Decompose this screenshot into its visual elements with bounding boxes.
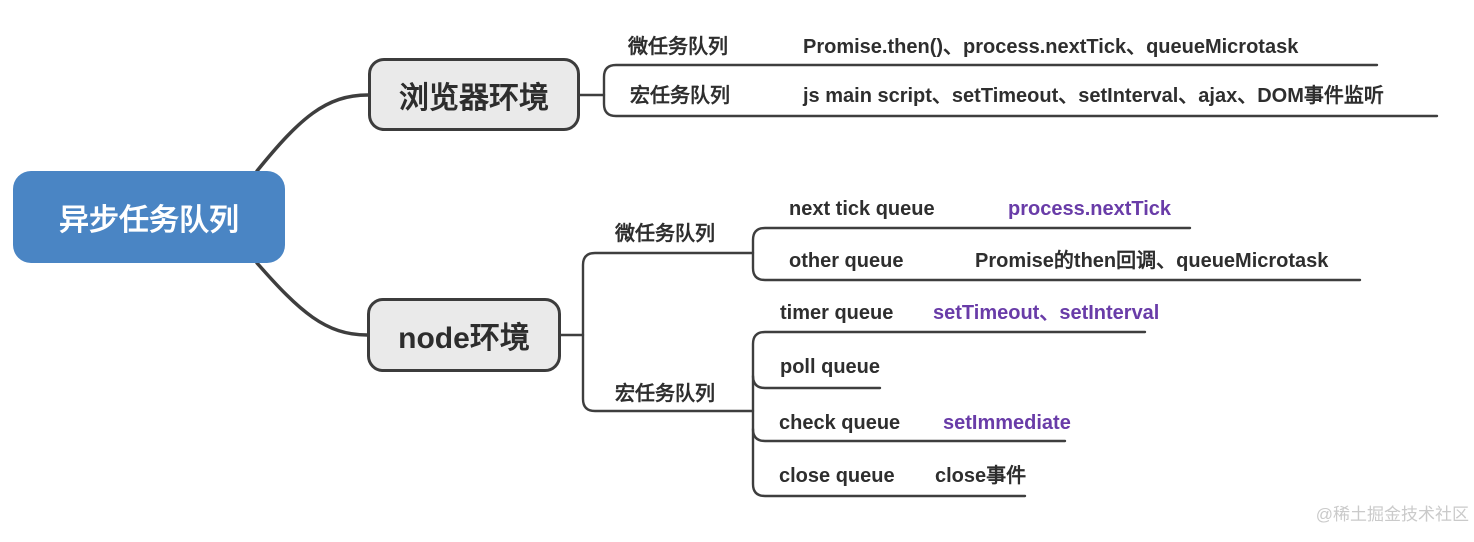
- check-queue-content: setImmediate: [943, 412, 1071, 434]
- timer-queue-content: setTimeout、setInterval: [933, 302, 1160, 324]
- node-topic-label: node环境: [398, 322, 530, 355]
- watermark: @稀土掘金技术社区: [1315, 505, 1469, 524]
- branch-node-macro-children: [751, 330, 1147, 498]
- next-tick-queue-label: next tick queue: [789, 198, 935, 220]
- browser-macrotask-content: js main script、setTimeout、setInterval、aj…: [803, 85, 1384, 107]
- close-queue-content: close事件: [935, 465, 1027, 487]
- node-microtask-label: 微任务队列: [615, 223, 715, 245]
- connector-root-browser: [255, 93, 370, 173]
- browser-topic: 浏览器环境: [368, 58, 580, 131]
- connector-root-node: [255, 261, 369, 337]
- node-topic: node环境: [367, 298, 561, 372]
- check-queue-label: check queue: [779, 412, 901, 434]
- underline-check-queue: [751, 427, 1067, 443]
- root-topic-label: 异步任务队列: [59, 204, 239, 237]
- browser-microtask-label: 微任务队列: [628, 36, 728, 58]
- underline-poll-queue: [751, 374, 882, 390]
- next-tick-queue-content: process.nextTick: [1008, 198, 1172, 220]
- branch-node-micro-children: [751, 226, 1362, 282]
- browser-microtask-content: Promise.then()、process.nextTick、queueMic…: [803, 36, 1299, 58]
- poll-queue-label: poll queue: [780, 356, 880, 378]
- browser-topic-label: 浏览器环境: [399, 81, 549, 115]
- other-queue-content: Promise的then回调、queueMicrotask: [975, 250, 1329, 272]
- close-queue-label: close queue: [779, 465, 895, 487]
- branch-node-children: [581, 251, 755, 413]
- node-macrotask-label: 宏任务队列: [615, 383, 715, 405]
- root-topic: 异步任务队列: [13, 171, 285, 263]
- timer-queue-label: timer queue: [780, 302, 894, 324]
- other-queue-label: other queue: [789, 250, 904, 272]
- browser-macrotask-label: 宏任务队列: [630, 85, 730, 107]
- branch-browser-children: [602, 63, 1439, 118]
